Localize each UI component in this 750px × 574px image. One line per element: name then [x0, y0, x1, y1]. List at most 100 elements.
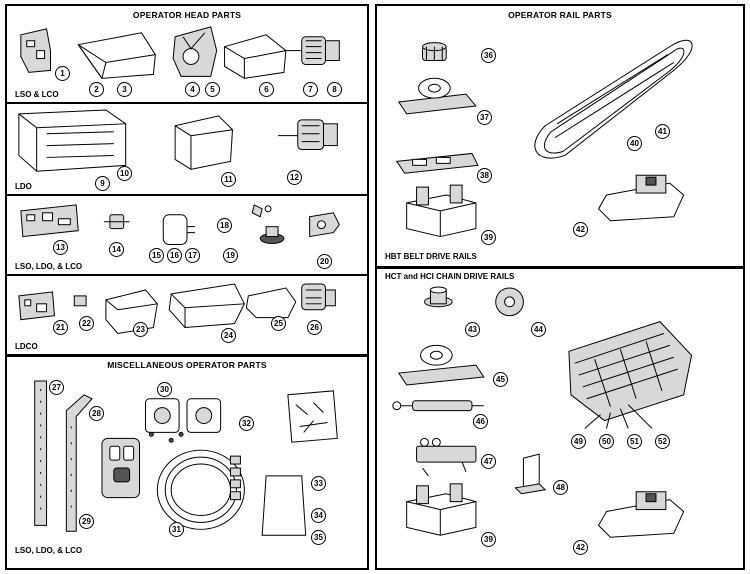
part-11-drawing — [174, 115, 234, 170]
part-28-drawing — [65, 394, 93, 532]
part-7-8-drawing — [283, 36, 340, 65]
callout-33: 33 — [311, 476, 326, 491]
callout-2: 2 — [89, 82, 104, 97]
callout-19: 19 — [223, 248, 238, 263]
callout-7: 7 — [303, 82, 318, 97]
callout-4: 4 — [185, 82, 200, 97]
callout-44: 44 — [531, 322, 546, 337]
callout-48: 48 — [553, 480, 568, 495]
callout-39: 39 — [481, 230, 496, 245]
callout-26: 26 — [307, 320, 322, 335]
group-label-misc: LSO, LDO, & LCO — [15, 546, 83, 555]
part-14-drawing — [103, 214, 130, 230]
misc-parts-title: MISCELLANEOUS OPERATOR PARTS — [107, 360, 267, 370]
part-13-drawing — [20, 204, 79, 238]
callout-39-chain: 39 — [481, 532, 496, 547]
part-48-drawing — [514, 453, 547, 495]
part-39b-drawing — [406, 483, 477, 536]
callout-51: 51 — [627, 434, 642, 449]
callout-13: 13 — [53, 240, 68, 255]
callout-52: 52 — [655, 434, 670, 449]
part-1-drawing — [20, 28, 52, 73]
part-40-41-drawing — [534, 39, 693, 159]
callout-23: 23 — [133, 322, 148, 337]
callout-18: 18 — [217, 218, 232, 233]
part-42-drawing — [597, 174, 685, 222]
chain-rails-title: HCT and HCI CHAIN DRIVE RAILS — [385, 272, 515, 281]
callout-47: 47 — [481, 454, 496, 469]
callout-3: 3 — [117, 82, 132, 97]
group-label-ldo: LDO — [15, 182, 32, 191]
callout-6: 6 — [259, 82, 274, 97]
divider — [7, 194, 367, 196]
right-panel-artwork — [392, 39, 693, 538]
callout-37: 37 — [477, 110, 492, 125]
part-4-5-drawing — [172, 26, 218, 77]
divider — [377, 266, 743, 269]
left-panel: OPERATOR HEAD PARTS LSO & LCO LDO LSO, L… — [5, 4, 369, 570]
callout-28: 28 — [89, 406, 104, 421]
callout-8: 8 — [327, 82, 342, 97]
callout-40: 40 — [627, 136, 642, 151]
part-25-drawing — [245, 287, 297, 319]
part-6-drawing — [224, 34, 287, 79]
part-49-52-drawing — [568, 321, 693, 422]
part-24-drawing — [168, 283, 245, 329]
callout-10: 10 — [117, 166, 132, 181]
part-9-10-drawing — [18, 109, 127, 172]
callout-31: 31 — [169, 522, 184, 537]
callout-20: 20 — [317, 254, 332, 269]
divider — [7, 354, 367, 357]
part-12-drawing — [277, 119, 338, 151]
callout-14: 14 — [109, 242, 124, 257]
part-38-drawing — [395, 152, 479, 174]
divider — [7, 274, 367, 276]
group-label-ldco: LDCO — [15, 342, 38, 351]
part-27-drawing — [34, 380, 48, 526]
callout-50: 50 — [599, 434, 614, 449]
callout-34: 34 — [311, 508, 326, 523]
part-15-17-drawing — [162, 214, 195, 245]
callout-32: 32 — [239, 416, 254, 431]
callout-21: 21 — [53, 320, 68, 335]
part-32-drawing — [287, 390, 338, 443]
part-23-drawing — [105, 289, 158, 335]
part-31-drawing — [156, 449, 245, 530]
callout-35: 35 — [311, 530, 326, 545]
callout-38: 38 — [477, 168, 492, 183]
callout-25: 25 — [271, 316, 286, 331]
part-18-19-drawing — [251, 204, 285, 244]
group-label-lso-lco: LSO & LCO — [15, 90, 59, 99]
part-26-drawing — [301, 283, 336, 311]
callout-24: 24 — [221, 328, 236, 343]
part-21-22-drawing — [18, 291, 87, 321]
part-43-drawing — [423, 286, 453, 308]
callout-29: 29 — [79, 514, 94, 529]
part-42b-drawing — [597, 491, 685, 538]
callout-22: 22 — [79, 316, 94, 331]
callout-43: 43 — [465, 322, 480, 337]
callout-12: 12 — [287, 170, 302, 185]
part-30-drawing — [144, 398, 222, 443]
right-panel: OPERATOR RAIL PARTS HBT BELT DRIVE RAILS… — [375, 4, 745, 570]
callout-46: 46 — [473, 414, 488, 429]
part-37-drawing — [397, 77, 477, 115]
callout-17: 17 — [185, 248, 200, 263]
callout-42: 42 — [573, 222, 588, 237]
callout-41: 41 — [655, 124, 670, 139]
part-44-drawing — [495, 287, 524, 317]
part-47-drawing — [416, 437, 477, 477]
callout-11: 11 — [221, 172, 236, 187]
callout-15: 15 — [149, 248, 164, 263]
left-panel-artwork — [18, 26, 340, 536]
part-39-drawing — [406, 184, 477, 238]
divider — [7, 102, 367, 104]
operator-head-title: OPERATOR HEAD PARTS — [132, 10, 242, 20]
part-45-drawing — [397, 344, 485, 386]
part-2-3-drawing — [77, 32, 156, 79]
operator-rail-title: OPERATOR RAIL PARTS — [508, 10, 612, 20]
callout-36: 36 — [481, 48, 496, 63]
group-label-hbt: HBT BELT DRIVE RAILS — [385, 252, 477, 261]
callout-5: 5 — [205, 82, 220, 97]
part-33-35-drawing — [261, 475, 307, 536]
